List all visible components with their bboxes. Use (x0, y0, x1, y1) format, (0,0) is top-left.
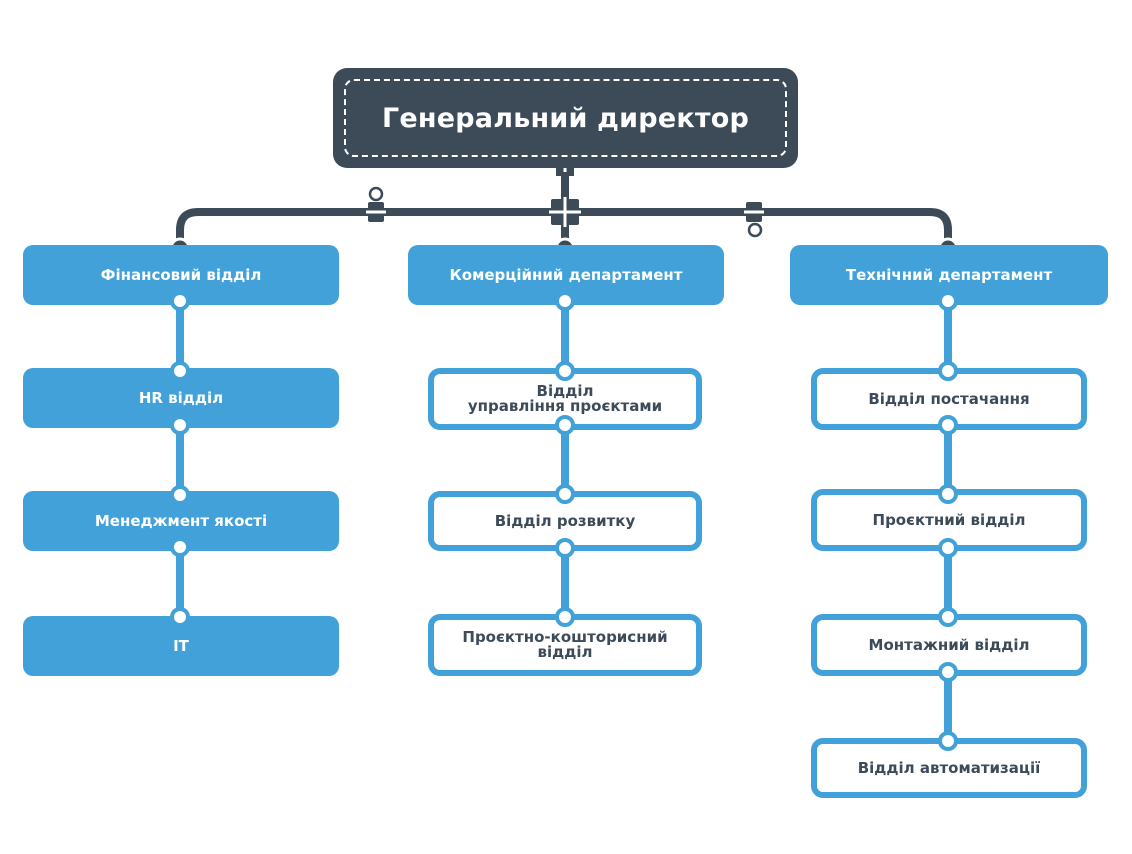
quality-management-label: Менеджмент якості (94, 511, 268, 530)
valve-right-handle (747, 222, 763, 238)
ring (170, 485, 190, 505)
commercial-department-label: Комерційний департамент (449, 265, 683, 284)
ring (938, 291, 958, 311)
ring (938, 607, 958, 627)
finance-department: Фінансовий відділ (23, 245, 339, 305)
ring (938, 538, 958, 558)
ring (938, 415, 958, 435)
ring (555, 538, 575, 558)
ring (170, 537, 190, 557)
hr-department-label: HR відділ (138, 388, 224, 407)
ring (555, 484, 575, 504)
ring (938, 361, 958, 381)
ceo-dashed-border (344, 79, 787, 157)
design-department-label: Проєктний відділ (872, 510, 1026, 529)
project-management-label-line1: Відділ (536, 382, 594, 400)
project-management-label-line2: управління проєктами (467, 397, 663, 415)
automation-department-label: Відділ автоматизації (857, 758, 1041, 777)
it-department-label: IT (173, 636, 189, 655)
ring (555, 607, 575, 627)
ring (170, 607, 190, 627)
ceo-box: Генеральний директор (333, 68, 798, 168)
ring (938, 484, 958, 504)
supply-department-label: Відділ постачання (868, 389, 1030, 408)
technical-department-label: Технічний департамент (845, 265, 1053, 284)
ring (170, 361, 190, 381)
ring (555, 291, 575, 311)
estimate-department-label-line2: відділ (537, 643, 593, 661)
estimate-department-label-line1: Проєктно-кошторисний (462, 628, 668, 646)
ring (938, 662, 958, 682)
ring (555, 361, 575, 381)
ring (170, 291, 190, 311)
finance-department-label: Фінансовий відділ (100, 265, 262, 284)
ring (170, 415, 190, 435)
ring (555, 415, 575, 435)
installation-department-label: Монтажний відділ (868, 635, 1030, 654)
valve-left-handle (368, 186, 384, 202)
development-department-label: Відділ розвитку (494, 511, 636, 530)
ring (938, 731, 958, 751)
